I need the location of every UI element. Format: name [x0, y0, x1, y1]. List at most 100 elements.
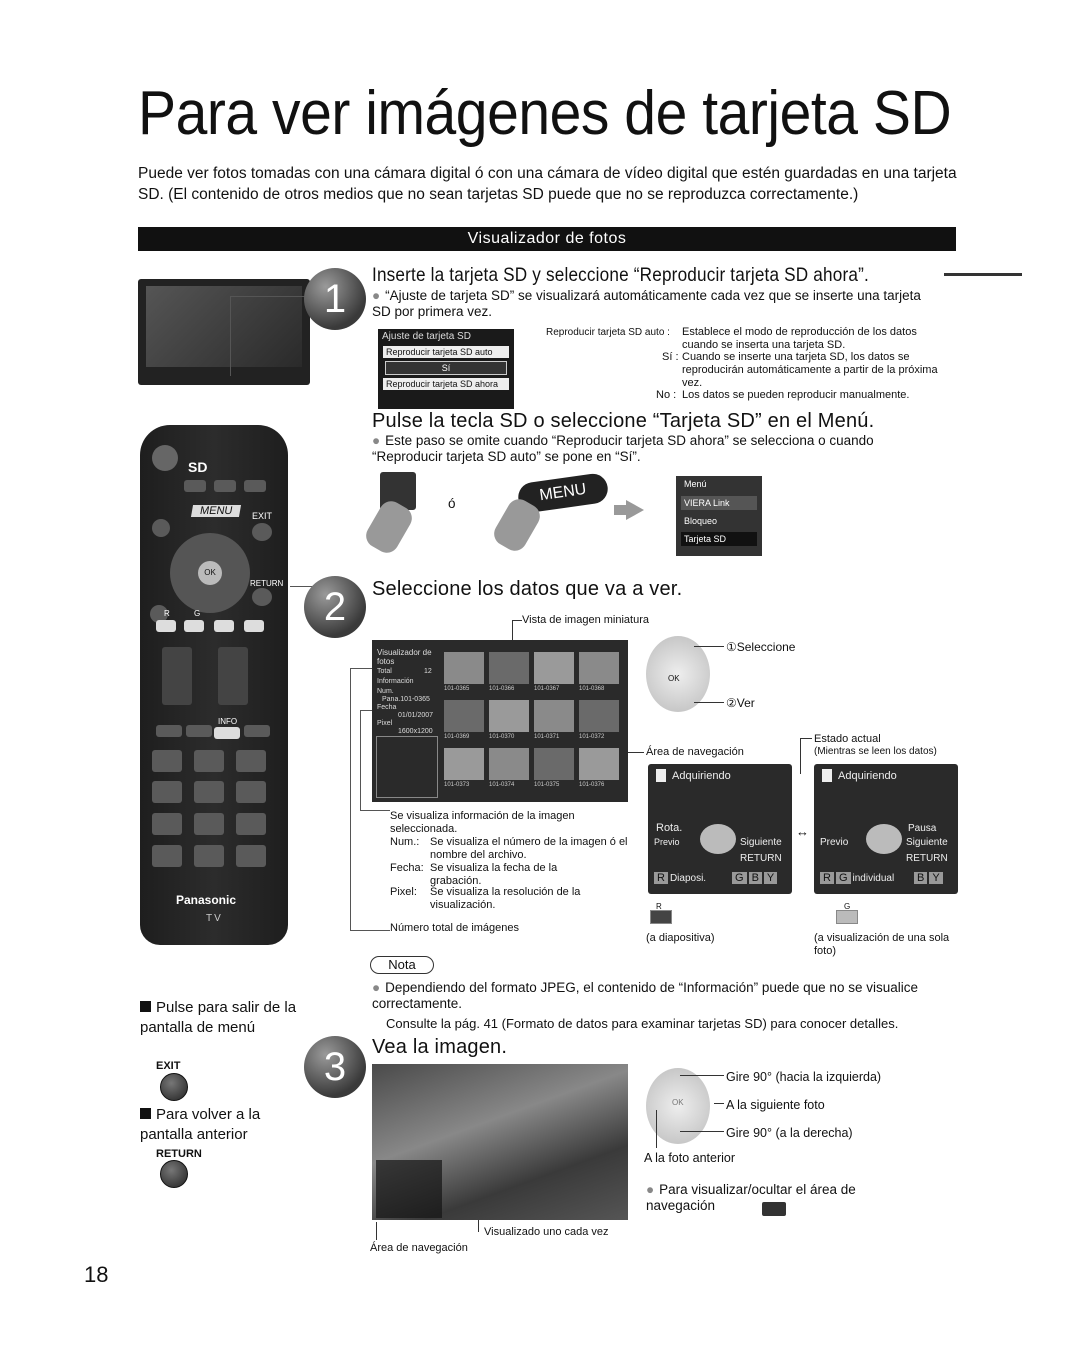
- menu-item-sd[interactable]: Tarjeta SD: [681, 532, 757, 546]
- thumbnail-id: 101-0371: [534, 734, 560, 740]
- remote-ok: OK: [198, 561, 222, 585]
- sd-settings-osd: Ajuste de tarjeta SD Reproducir tarjeta …: [378, 329, 514, 409]
- exit-instruction: Pulse para salir de la pantalla de menú: [140, 999, 297, 1036]
- swap-arrow-icon: ↔: [796, 824, 809, 839]
- desc-no-text: Los datos se pueden reproducir manualmen…: [682, 389, 910, 401]
- nav-panel-single: Adquiriendo Previo Pausa Siguiente RETUR…: [814, 764, 958, 894]
- remote-brand: Panasonic: [176, 893, 237, 907]
- page-title: Para ver imágenes de tarjeta SD: [138, 79, 952, 148]
- thumbnail[interactable]: [444, 652, 484, 684]
- thumbnail-id: 101-0376: [579, 782, 605, 788]
- desc-auto-text: Establece el modo de reproducción de los…: [682, 326, 917, 351]
- step-3-badge: 3: [304, 1036, 366, 1098]
- doc-icon: [656, 769, 666, 782]
- thumbnail[interactable]: [489, 652, 529, 684]
- step-1-heading: Inserte la tarjeta SD y seleccione “Repr…: [372, 264, 869, 286]
- thumbnail[interactable]: [579, 700, 619, 732]
- thumbnail-id: 101-0374: [489, 782, 515, 788]
- exit-button-icon: [160, 1073, 188, 1101]
- osd-viewer-title: Visualizador de fotos: [377, 648, 432, 666]
- thumbnail-id: 101-0367: [534, 686, 560, 692]
- rotate-right-label: Gire 90° (a la derecha): [726, 1126, 853, 1140]
- thumbnail[interactable]: [534, 652, 574, 684]
- step-1b-bullet: Este paso se omite cuando “Reproducir ta…: [372, 433, 912, 465]
- desc-no-label: No :: [656, 389, 677, 401]
- sd-logo: SD: [188, 459, 208, 475]
- thumb-view-label: Vista de imagen miniatura: [522, 614, 649, 626]
- desc-auto-label: Reproducir tarjeta SD auto :: [546, 327, 670, 338]
- photo-viewer-osd: Visualizador de fotos Total 12 Informaci…: [372, 640, 628, 802]
- thumbnail[interactable]: [534, 700, 574, 732]
- step-2-badge: 2: [304, 576, 366, 638]
- step-2-heading: Seleccione los datos que va a ver.: [372, 578, 683, 600]
- return-key-label: RETURN: [156, 1148, 202, 1160]
- nota-consult: Consulte la pág. 41 (Formato de datos pa…: [386, 1016, 899, 1031]
- info-heading: Se visualiza información de la imagen se…: [390, 810, 575, 835]
- osd-item-si[interactable]: Sí: [385, 361, 507, 375]
- thumbnail-id: 101-0372: [579, 734, 605, 740]
- red-button-icon: [650, 910, 672, 924]
- menu-item-bloqueo[interactable]: Bloqueo: [684, 516, 718, 526]
- remote-exit-label: EXIT: [252, 511, 273, 521]
- section-header: Visualizador de fotos: [138, 227, 956, 251]
- power-button: [152, 445, 178, 471]
- thumbnail-id: 101-0369: [444, 734, 470, 740]
- menu-title: Menú: [684, 479, 707, 489]
- menu-item-viera[interactable]: VIERA Link: [681, 496, 757, 510]
- one-at-a-time-label: Visualizado uno cada vez: [484, 1226, 609, 1238]
- step-1-bullet: “Ajuste de tarjeta SD” se visualizará au…: [372, 288, 942, 320]
- desc-si-text: Cuando se inserte una tarjeta SD, los da…: [682, 351, 938, 389]
- info-button-icon: [762, 1202, 786, 1216]
- remote-menu-label: MENU: [190, 505, 242, 517]
- osd-item-ahora[interactable]: Reproducir tarjeta SD ahora: [383, 378, 509, 390]
- callout-line: [230, 296, 231, 376]
- next-photo-label: A la siguiente foto: [726, 1098, 825, 1112]
- main-menu-osd: Menú VIERA Link Bloqueo Tarjeta SD: [676, 476, 762, 556]
- thumbnail[interactable]: [444, 748, 484, 780]
- osd-title: Ajuste de tarjeta SD: [382, 331, 471, 342]
- total-images-label: Número total de imágenes: [390, 922, 520, 934]
- exit-key-label: EXIT: [156, 1060, 181, 1072]
- nav-area-label: Área de navegación: [646, 746, 744, 758]
- football-photo: [372, 1064, 628, 1220]
- intro-text: Puede ver fotos tomadas con una cámara d…: [138, 165, 957, 203]
- page-number: 18: [84, 1262, 109, 1287]
- nav-area-label-2: Área de navegación: [370, 1242, 468, 1254]
- step-1b-heading: Pulse la tecla SD o seleccione “Tarjeta …: [372, 410, 875, 432]
- prev-photo-label: A la foto anterior: [644, 1151, 736, 1165]
- osd-item-auto: Reproducir tarjeta SD auto: [383, 346, 509, 358]
- step-1-badge: 1: [304, 268, 366, 330]
- step-3-heading: Vea la imagen.: [372, 1036, 508, 1058]
- thumbnail-id: 101-0368: [579, 686, 605, 692]
- arrow-right-icon: [626, 500, 644, 520]
- thumbnail-id: 101-0375: [534, 782, 560, 788]
- thumbnail[interactable]: [444, 700, 484, 732]
- green-button-icon: [836, 910, 858, 924]
- or-text: ó: [448, 496, 456, 511]
- dpad-select-illustration: [646, 636, 710, 712]
- remote-tv: TV: [206, 913, 223, 924]
- remote-return-label: RETURN: [250, 579, 284, 588]
- thumbnail[interactable]: [534, 748, 574, 780]
- select-label: ①Seleccione: [726, 640, 796, 654]
- thumbnail[interactable]: [579, 652, 619, 684]
- thumbnail-id: 101-0366: [489, 686, 515, 692]
- tv-illustration: [138, 279, 310, 385]
- estado-label: Estado actual: [814, 733, 881, 745]
- thumbnail[interactable]: [489, 748, 529, 780]
- thumbnail-id: 101-0365: [444, 686, 470, 692]
- return-button-icon: [160, 1160, 188, 1188]
- view-label: ②Ver: [726, 696, 755, 710]
- remote-control: SD MENU EXIT OK RETURN R G INFO Panasoni…: [140, 425, 288, 945]
- rotate-left-label: Gire 90° (hacia la izquierda): [726, 1070, 882, 1084]
- step-1-arrow: [944, 273, 1022, 276]
- toggle-nav-text: Para visualizar/ocultar el área de naveg…: [646, 1182, 896, 1214]
- to-slideshow-label: (a diapositiva): [646, 932, 715, 944]
- thumbnail[interactable]: [579, 748, 619, 780]
- nav-panel-slideshow: Adquiriendo Rota. Previo Siguiente RETUR…: [648, 764, 792, 894]
- nota-bullet: Dependiendo del formato JPEG, el conteni…: [372, 980, 952, 1012]
- dpad-ok-label: OK: [668, 674, 680, 683]
- thumbnail[interactable]: [489, 700, 529, 732]
- return-instruction: Para volver a la pantalla anterior: [140, 1106, 261, 1143]
- to-single-label: (a visualización de una sola foto): [814, 932, 950, 957]
